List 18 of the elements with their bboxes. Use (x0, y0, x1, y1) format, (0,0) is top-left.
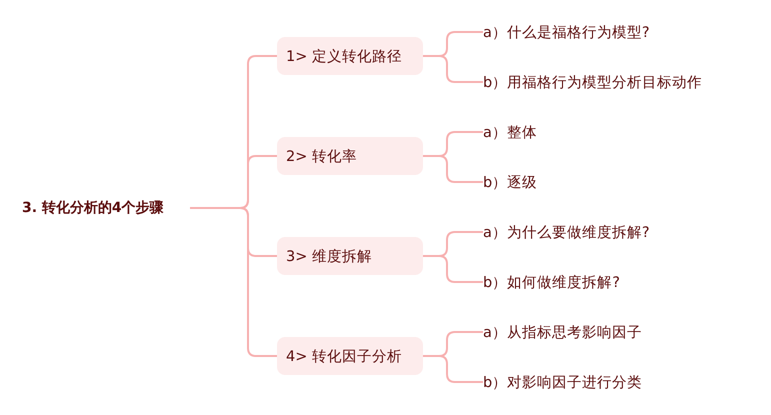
brace-connector (190, 207, 277, 357)
topic-box: 2> 转化率 (277, 137, 423, 175)
subtopic-text: a）为什么要做维度拆解? (483, 221, 650, 243)
subtopic-text: a）什么是福格行为模型? (483, 21, 650, 43)
topic-box: 4> 转化因子分析 (277, 337, 423, 375)
topic-box: 1> 定义转化路径 (277, 37, 423, 75)
subtopic-text: b）逐级 (483, 171, 538, 193)
brace-connector (423, 55, 483, 83)
brace-connector (423, 155, 483, 183)
brace-connector (423, 355, 483, 383)
subtopic-text: b）用福格行为模型分析目标动作 (483, 71, 702, 93)
subtopic-text: b）对影响因子进行分类 (483, 371, 642, 393)
subtopic-text: b）如何做维度拆解? (483, 271, 620, 293)
brace-connector (423, 255, 483, 283)
subtopic-text: a）从指标思考影响因子 (483, 321, 642, 343)
subtopic-text: a）整体 (483, 121, 537, 143)
topic-box: 3> 维度拆解 (277, 237, 423, 275)
root-topic: 3. 转化分析的4个步骤 (22, 196, 164, 220)
